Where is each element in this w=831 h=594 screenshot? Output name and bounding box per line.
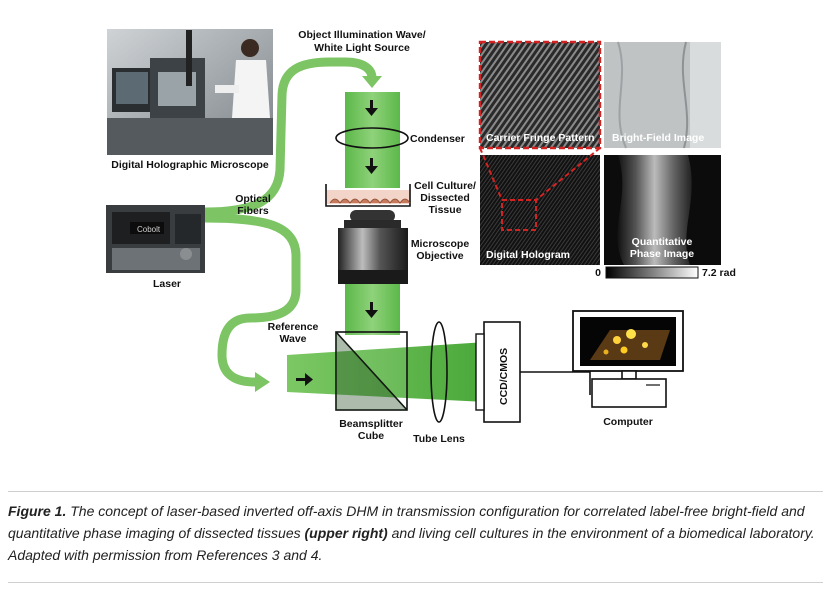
colorbar-max-label: 7.2 rad (702, 267, 736, 279)
optical-fibers (200, 57, 377, 387)
bright-field-panel: Bright-Field Image (604, 41, 721, 149)
reference-wave-label-line1: Reference (268, 321, 319, 333)
qpi-label-line1: Quantitative (632, 236, 693, 248)
tube-lens-label: Tube Lens (413, 433, 465, 445)
quantitative-phase-panel: Quantitative Phase Image (604, 155, 721, 265)
illumination-label-line1: Object Illumination Wave/ (298, 29, 425, 41)
zoom-connector (535, 147, 601, 201)
computer-label: Computer (603, 416, 653, 428)
cell-culture-dish (325, 184, 411, 207)
digital-hologram-panel: Digital Hologram (480, 155, 600, 265)
bright-field-label: Bright-Field Image (612, 132, 704, 144)
carrier-fringe-panel: Carrier Fringe Pattern (478, 40, 602, 150)
optical-fibers-label-line2: Fibers (237, 205, 269, 217)
caption-text-2: and living cell cultures in the environm… (8, 525, 815, 563)
cell-culture-label-line2: Dissected (420, 192, 470, 204)
dhm-setup-diagram: CCD/CMOS Digital Holographic Microscope … (106, 29, 736, 445)
zoom-connector (479, 147, 503, 201)
illumination-label-line2: White Light Source (314, 42, 410, 54)
cell-culture-label-line1: Cell Culture/ (414, 180, 476, 192)
reference-wave-label-line2: Wave (279, 333, 306, 345)
caption-emphasis: (upper right) (304, 525, 388, 541)
digital-hologram-label: Digital Hologram (486, 249, 570, 261)
figure-caption: Figure 1. The concept of laser-based inv… (8, 500, 818, 566)
objective-label-line1: Microscope (411, 238, 470, 250)
beam-direction-arrow (365, 158, 378, 174)
tube-lens (430, 321, 448, 423)
objective-label-line2: Objective (416, 250, 463, 262)
optical-fibers-label-line1: Optical (235, 193, 271, 205)
laser-brand-label: Cobolt (137, 225, 161, 234)
dhm-lab-photo (107, 29, 273, 155)
beam-direction-arrow (365, 100, 378, 116)
beamsplitter-cube (335, 331, 408, 411)
reference-arrowhead (255, 372, 270, 392)
colorbar (605, 266, 699, 279)
colorbar-min-label: 0 (595, 267, 601, 279)
cell-culture-label-line3: Tissue (428, 204, 461, 216)
laser-photo: Cobolt (106, 205, 205, 273)
laser-label: Laser (153, 278, 181, 290)
illumination-arrowhead (362, 76, 382, 88)
camera-cable (520, 371, 591, 395)
computer (572, 310, 684, 408)
hologram-zoom-box (501, 199, 537, 231)
caption-bottom-rule (8, 582, 823, 583)
condenser-lens (335, 127, 409, 149)
beamsplitter-label-line1: Beamsplitter (339, 418, 403, 430)
camera-label: CCD/CMOS (498, 348, 510, 405)
reference-beam-arrow (296, 373, 313, 386)
caption-top-rule (8, 491, 823, 492)
condenser-label: Condenser (410, 133, 465, 145)
carrier-fringe-label: Carrier Fringe Pattern (486, 132, 595, 144)
caption-label: Figure 1. (8, 503, 67, 519)
dhm-label: Digital Holographic Microscope (111, 159, 269, 171)
beam-direction-arrow (365, 302, 378, 318)
microscope-objective (338, 210, 408, 284)
caption-text-1: The concept of laser-based inverted off-… (8, 503, 805, 541)
beamsplitter-label-line2: Cube (358, 430, 384, 442)
qpi-label-line2: Phase Image (630, 248, 694, 260)
